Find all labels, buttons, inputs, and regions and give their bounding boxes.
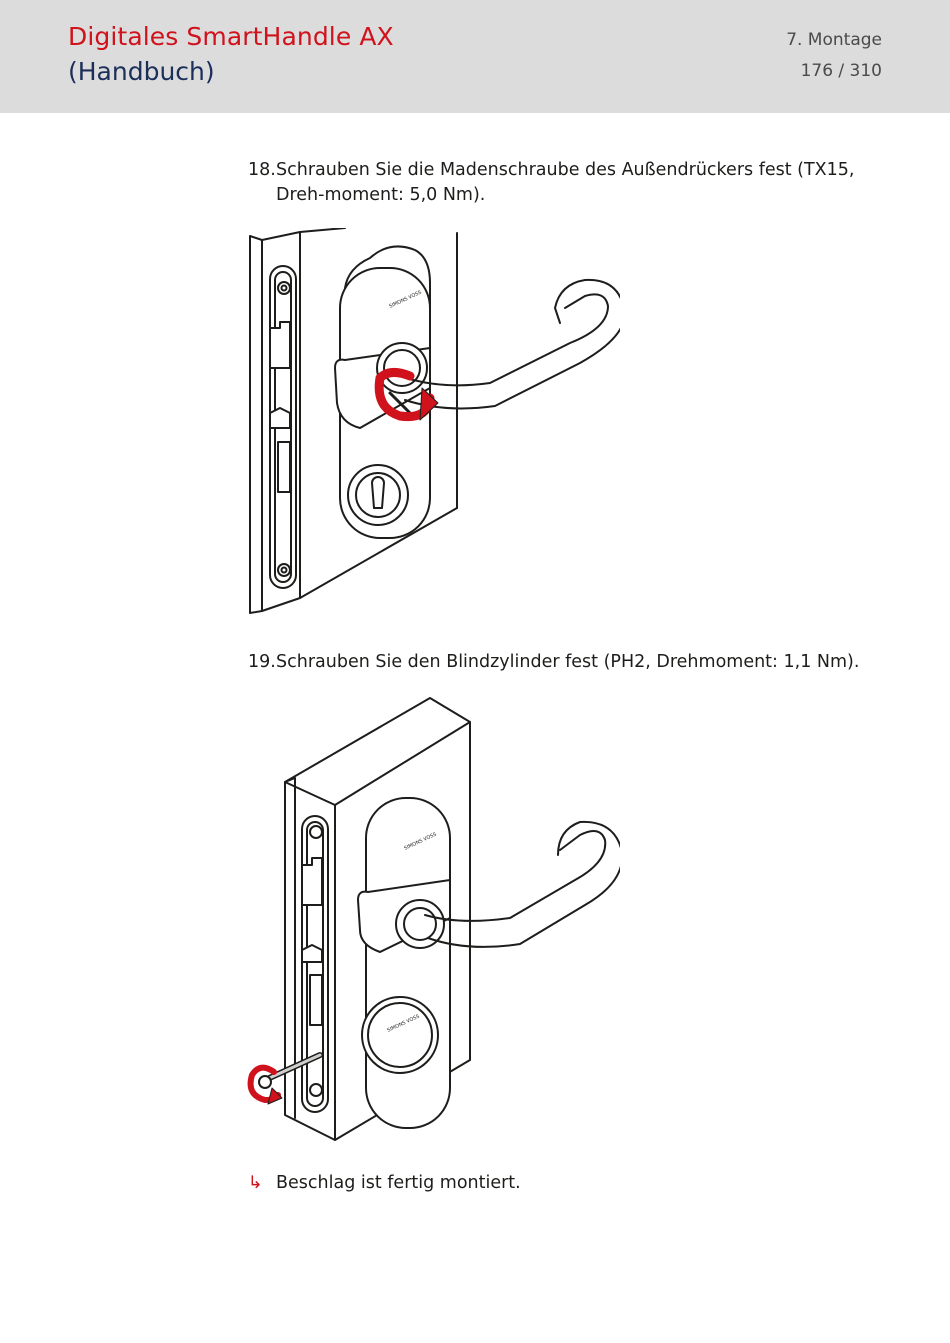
page-number: 176 / 310: [800, 61, 882, 81]
page-header: Digitales SmartHandle AX (Handbuch) 7. M…: [0, 0, 950, 113]
blind-cylinder-illustration: SIMONS VOSS SIMONS VOSS: [247, 697, 620, 1141]
manual-title: Digitales SmartHandle AX: [68, 22, 394, 51]
step-18: 18. Schrauben Sie die Madenschraube des …: [248, 158, 888, 208]
manual-subtitle: (Handbuch): [68, 57, 215, 86]
set-screw-illustration: SIMONS VOSS: [249, 228, 620, 614]
step-text: Schrauben Sie den Blindzylinder fest (PH…: [276, 652, 860, 672]
step-text: Schrauben Sie die Madenschraube des Auße…: [276, 160, 855, 205]
step-number: 19.: [248, 652, 276, 672]
step-19: 19. Schrauben Sie den Blindzylinder fest…: [248, 650, 888, 675]
result-line: ↳ Beschlag ist fertig montiert.: [248, 1171, 521, 1196]
chapter-label: 7. Montage: [786, 30, 882, 50]
result-text: Beschlag ist fertig montiert.: [276, 1173, 521, 1193]
step-number: 18.: [248, 160, 276, 180]
result-arrow-icon: ↳: [248, 1173, 263, 1193]
